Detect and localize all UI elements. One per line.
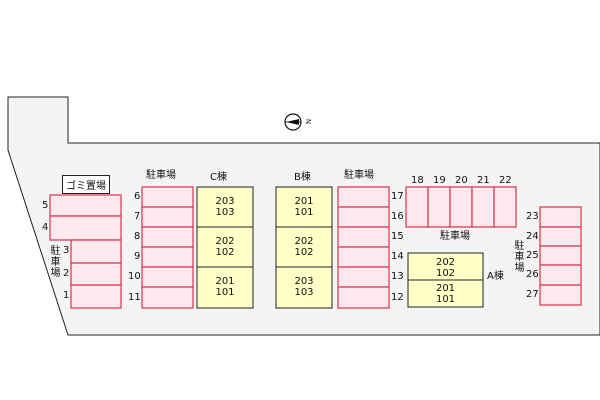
- parking-vertical-label-right: 駐車場: [514, 241, 525, 274]
- parking-vertical-label-left: 駐車場: [50, 246, 61, 279]
- parking-slot-18: [405, 186, 429, 228]
- parking-slot-20: [449, 186, 473, 228]
- slot-number-8: 8: [134, 231, 141, 242]
- slot-number-10: 10: [128, 271, 141, 282]
- slot-number-12: 12: [391, 292, 404, 303]
- slot-number-19: 19: [433, 175, 446, 186]
- parking-slot-2: [70, 262, 122, 286]
- parking-slot-13: [337, 266, 390, 288]
- parking-slot-3: [70, 239, 122, 264]
- slot-number-16: 16: [391, 211, 404, 222]
- parking-slot-17: [337, 186, 390, 208]
- parking-label-left: 駐車場: [146, 170, 176, 181]
- garbage-area-label: ゴミ置場: [62, 175, 110, 194]
- slot-number-3: 3: [63, 245, 70, 256]
- parking-slot-15: [337, 226, 390, 248]
- slot-number-26: 26: [526, 269, 539, 280]
- building-c: [196, 186, 254, 309]
- slot-number-7: 7: [134, 211, 141, 222]
- slot-number-24: 24: [526, 231, 539, 242]
- parking-slot-12: [337, 286, 390, 309]
- parking-slot-5: [49, 194, 122, 217]
- slot-number-25: 25: [526, 250, 539, 261]
- slot-number-14: 14: [391, 251, 404, 262]
- parking-slot-19: [427, 186, 451, 228]
- parking-slot-14: [337, 246, 390, 268]
- slot-number-1: 1: [63, 290, 70, 301]
- parking-label-top-row: 駐車場: [440, 231, 470, 242]
- parking-slot-4: [49, 215, 122, 241]
- building-b: [275, 186, 333, 309]
- slot-number-2: 2: [63, 268, 70, 279]
- slot-number-17: 17: [391, 191, 404, 202]
- slot-number-5: 5: [42, 200, 49, 211]
- slot-number-13: 13: [391, 271, 404, 282]
- slot-number-21: 21: [477, 175, 490, 186]
- slot-number-23: 23: [526, 211, 539, 222]
- building-c-name: C棟: [210, 172, 227, 183]
- compass-label: N: [304, 118, 313, 125]
- slot-number-18: 18: [411, 175, 424, 186]
- slot-number-9: 9: [134, 251, 141, 262]
- parking-label-middle: 駐車場: [344, 170, 374, 181]
- parking-slot-8: [141, 226, 194, 248]
- building-b-name: B棟: [294, 172, 311, 183]
- parking-slot-16: [337, 206, 390, 228]
- parking-slot-24: [539, 226, 582, 247]
- parking-slot-23: [539, 206, 582, 228]
- slot-number-6: 6: [134, 191, 141, 202]
- parking-slot-6: [141, 186, 194, 208]
- slot-number-11: 11: [128, 292, 141, 303]
- slot-number-22: 22: [499, 175, 512, 186]
- parking-slot-11: [141, 286, 194, 309]
- slot-number-20: 20: [455, 175, 468, 186]
- building-a-name: A棟: [487, 271, 504, 282]
- parking-slot-9: [141, 246, 194, 268]
- parking-slot-1: [70, 284, 122, 309]
- parking-slot-7: [141, 206, 194, 228]
- parking-slot-26: [539, 264, 582, 286]
- parking-slot-22: [493, 186, 517, 228]
- parking-slot-10: [141, 266, 194, 288]
- slot-number-15: 15: [391, 231, 404, 242]
- slot-number-4: 4: [42, 222, 49, 233]
- slot-number-27: 27: [526, 289, 539, 300]
- parking-slot-21: [471, 186, 495, 228]
- north-arrow-icon: [284, 113, 302, 131]
- parking-slot-25: [539, 245, 582, 266]
- parking-slot-27: [539, 284, 582, 306]
